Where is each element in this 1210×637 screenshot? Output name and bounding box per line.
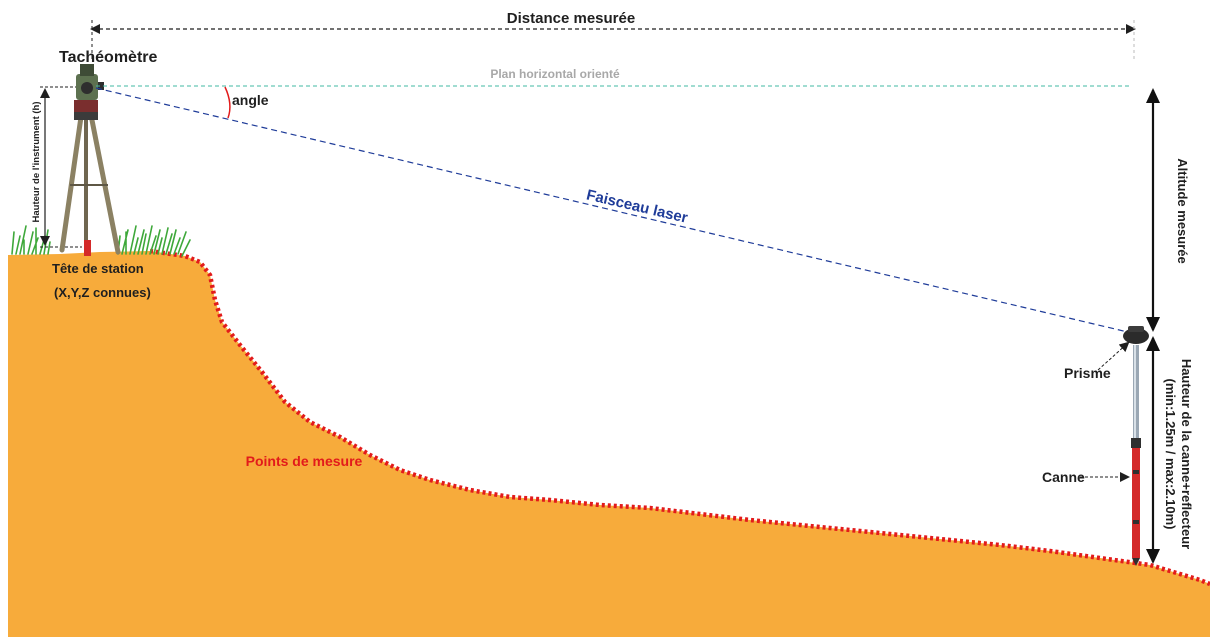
pole-height-label-line2: (min:1.25m / max:2.10m) bbox=[1163, 378, 1178, 529]
distance-label: Distance mesurée bbox=[507, 10, 635, 27]
pole-height-label-line1: Hauteur de la canne+reflecteur bbox=[1179, 359, 1194, 549]
angle-arc bbox=[224, 86, 231, 119]
instrument-height-label: Hauteur de l'instrument (h) bbox=[31, 101, 42, 222]
grass bbox=[11, 225, 191, 257]
pole-with-prism bbox=[1131, 345, 1141, 566]
station-label-line2: (X,Y,Z connues) bbox=[54, 285, 151, 300]
total-station-tripod bbox=[59, 64, 121, 255]
laser-label: Faisceau laser bbox=[585, 186, 690, 226]
instrument-label: Tachéomètre bbox=[59, 49, 158, 66]
altitude-label: Altitude mesurée bbox=[1175, 158, 1190, 263]
measure-points-profile bbox=[149, 248, 1210, 587]
laser-beam bbox=[95, 87, 1133, 334]
ground-terrain bbox=[8, 251, 1210, 637]
horizontal-plane-label: Plan horizontal orienté bbox=[490, 67, 620, 81]
measure-points-label: Points de mesure bbox=[246, 453, 363, 469]
prism bbox=[1123, 326, 1149, 344]
pole-label: Canne bbox=[1042, 469, 1085, 485]
station-marker bbox=[84, 240, 91, 256]
prism-pointer bbox=[1097, 341, 1130, 371]
angle-label: angle bbox=[232, 92, 269, 108]
prism-label: Prisme bbox=[1064, 365, 1111, 381]
station-label-line1: Tête de station bbox=[52, 261, 144, 276]
